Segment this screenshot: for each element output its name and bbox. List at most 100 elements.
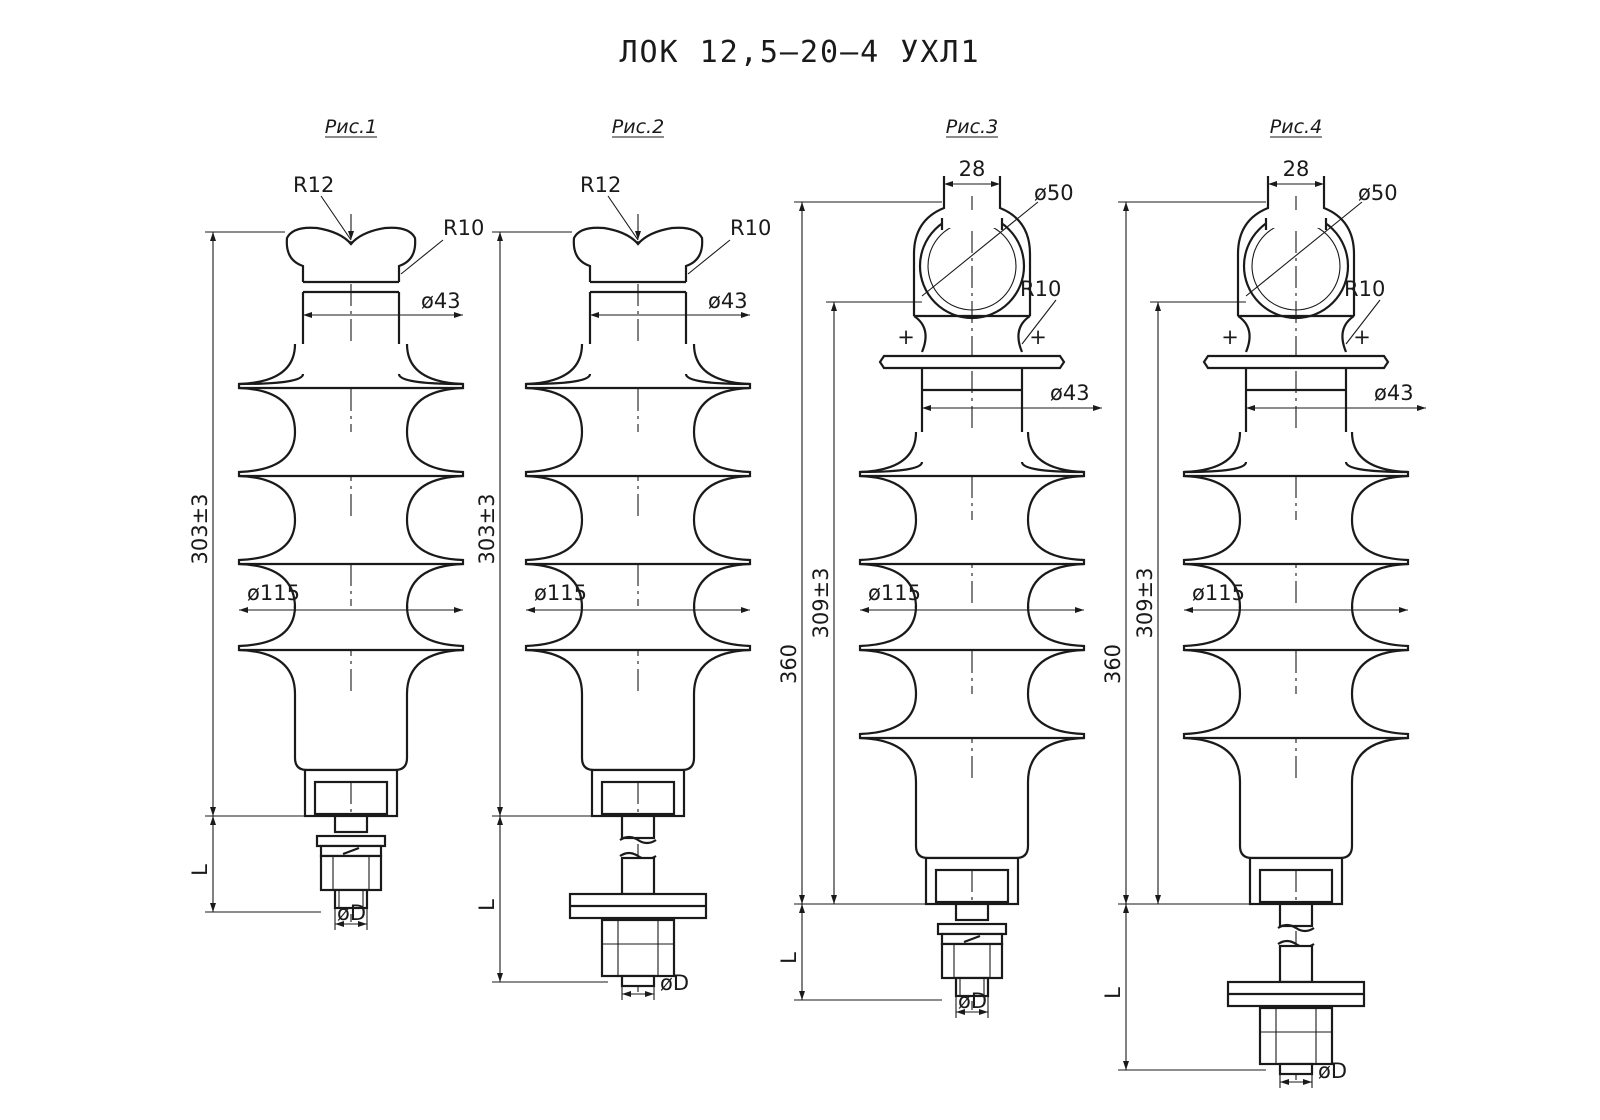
label-d43: ø43	[708, 289, 748, 313]
shed	[524, 343, 752, 390]
dimension-arrow	[991, 181, 1000, 187]
washer	[315, 834, 387, 848]
clamp-notch-left	[913, 315, 927, 353]
lower-sleeve	[1238, 782, 1354, 860]
label-dD: øD	[337, 901, 366, 925]
dimension-arrow	[497, 807, 503, 816]
shed-underside	[1183, 562, 1409, 609]
shed	[524, 519, 752, 566]
clamp-slot-edges	[1264, 218, 1328, 230]
flange-plate	[1202, 354, 1390, 370]
dimension-arrow	[799, 895, 805, 904]
leader-r10	[687, 239, 731, 275]
shed-underside	[859, 474, 1085, 521]
shed-underside	[1183, 648, 1409, 695]
rod-nut	[600, 918, 676, 978]
leader-r10	[400, 239, 444, 275]
clamp-slot	[942, 210, 1002, 228]
shed-underside	[1183, 736, 1409, 783]
dimension-arrow	[741, 607, 750, 613]
label-L: L	[188, 864, 212, 876]
dimension-arrow	[454, 312, 463, 318]
centre-mark-right: +	[1029, 325, 1047, 349]
label-d50: ø50	[1034, 181, 1074, 205]
shed	[858, 693, 1086, 740]
dimension-arrow	[645, 991, 654, 997]
clamp-notch-left	[1237, 315, 1251, 353]
label-height: 309±3	[809, 567, 833, 638]
leader-r12	[607, 195, 639, 241]
label-r12: R12	[580, 173, 621, 197]
shed-underside	[238, 648, 464, 695]
neck-flare	[238, 373, 464, 386]
shed	[524, 605, 752, 652]
shed-underside	[859, 562, 1085, 609]
figure-3-caption: Рис.3	[946, 116, 998, 138]
figure-2-caption: Рис.2	[612, 116, 664, 138]
flange-plate	[878, 354, 1066, 370]
dimension-arrow	[1268, 181, 1277, 187]
label-height-total: 360	[1101, 644, 1125, 684]
shed-underside	[238, 474, 464, 521]
stud-thread	[333, 888, 369, 910]
label-height: 309±3	[1133, 567, 1157, 638]
stud-thread	[954, 976, 990, 998]
label-L: L	[777, 952, 801, 964]
dimension-arrow	[210, 903, 216, 912]
dimension-arrow	[944, 181, 953, 187]
figures-group: Рис.1R12R10ø43øDø115303±3LРис.2R12R10ø43…	[188, 116, 1426, 1088]
rod-lower	[1278, 944, 1314, 984]
shed-underside	[238, 386, 464, 433]
label-L: L	[1101, 987, 1125, 999]
lower-sleeve	[914, 782, 1030, 860]
label-r12: R12	[293, 173, 334, 197]
centre-mark-left: +	[1221, 325, 1239, 349]
label-r10: R10	[443, 216, 484, 240]
clamp-body	[912, 176, 1032, 316]
dimension-arrow	[497, 973, 503, 982]
centre-mark-right: +	[1353, 325, 1371, 349]
leader-r10	[1021, 299, 1057, 345]
washer	[936, 922, 1008, 936]
rod-upper	[1278, 902, 1314, 928]
label-height: 303±3	[188, 493, 212, 564]
dimension-arrow	[741, 312, 750, 318]
dimension-arrow	[956, 1009, 965, 1015]
clamp-slot-edges	[940, 218, 1004, 230]
dimension-arrow	[358, 921, 367, 927]
nut	[940, 942, 1004, 980]
dimension-arrow	[831, 895, 837, 904]
centre-mark-left: +	[897, 325, 915, 349]
shed	[858, 519, 1086, 566]
spring-washer-cut	[963, 934, 981, 944]
leader-r12	[320, 195, 352, 241]
dimension-arrow	[1123, 1061, 1129, 1070]
leader-d50	[1245, 201, 1363, 297]
dimension-arrow	[1155, 895, 1161, 904]
spring-washer-cut	[342, 846, 360, 856]
dimension-arrow	[1123, 895, 1129, 904]
shed-underside	[525, 386, 751, 433]
label-d50: ø50	[1358, 181, 1398, 205]
dimension-arrow	[210, 816, 216, 825]
dimension-arrow	[1184, 607, 1193, 613]
stud	[333, 814, 369, 834]
figure-4-caption: Рис.4	[1270, 116, 1322, 138]
dimension-arrow	[799, 991, 805, 1000]
label-d115: ø115	[534, 581, 587, 605]
dimension-arrow	[1093, 405, 1102, 411]
dimension-arrow	[348, 231, 354, 240]
label-28: 28	[959, 157, 986, 181]
groove-cap	[285, 226, 417, 282]
shed-underside	[859, 648, 1085, 695]
rod-lower	[620, 856, 656, 896]
shed-underside	[1183, 474, 1409, 521]
dimension-arrow	[1399, 607, 1408, 613]
groove-cap	[572, 226, 704, 282]
dimension-arrow	[1075, 607, 1084, 613]
dimension-arrow	[1280, 1079, 1289, 1085]
clamp-notch-right	[1341, 315, 1355, 353]
